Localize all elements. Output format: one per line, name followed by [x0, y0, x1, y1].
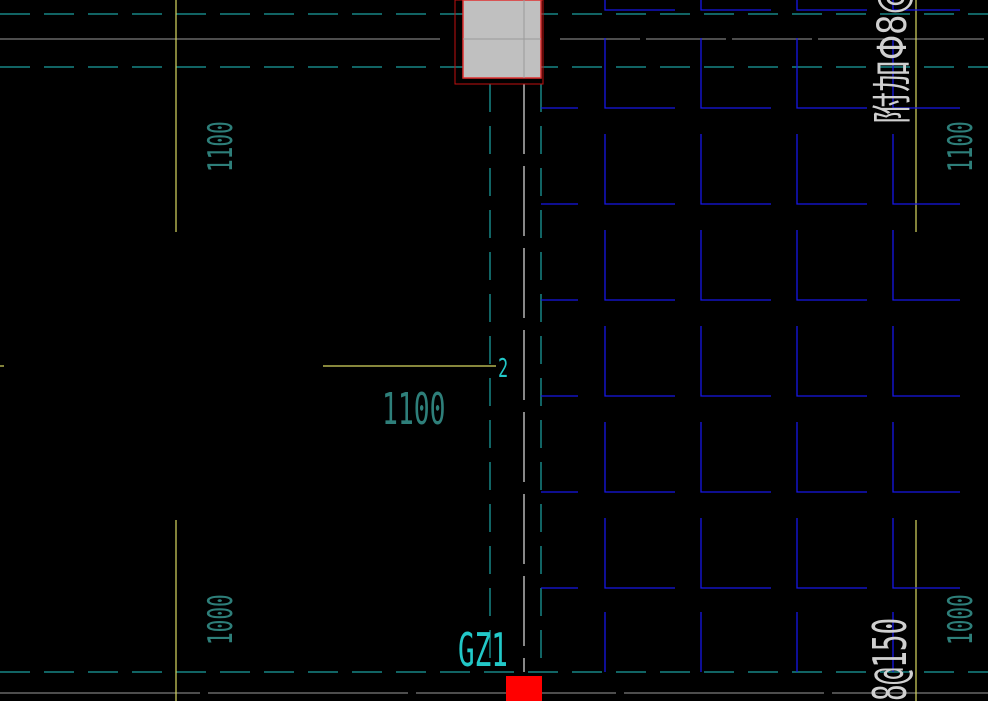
rebar-l-shape	[892, 326, 960, 397]
rebar-l-shape	[604, 134, 675, 205]
dim-text-bottom-left: 1000	[201, 594, 241, 645]
rebar-l-shape	[796, 326, 867, 397]
wall-lines	[0, 38, 988, 694]
rebar-l-shape	[700, 422, 771, 493]
dim-text-bottom-right: 1000	[941, 594, 981, 645]
rebar-l-shape	[604, 326, 675, 397]
rebar-l-shape	[892, 518, 960, 589]
rebar-note-bottom: 8@150	[864, 618, 917, 701]
rebar-l-shape	[796, 230, 867, 301]
rebar-l-shape	[700, 230, 771, 301]
rebar-l-shape	[892, 134, 960, 205]
rebar-note-top: 附加Φ8@	[868, 0, 915, 124]
rebar-l-shape	[892, 422, 960, 493]
rebar-l-shape	[700, 38, 771, 109]
axis-lines	[0, 13, 988, 673]
column-tag: GZ1	[458, 624, 508, 677]
dim-text-center: 1100	[382, 383, 446, 435]
rebar-l-shape	[892, 38, 960, 109]
rebar-l-shape	[700, 518, 771, 589]
rebar-l-shape	[796, 518, 867, 589]
rebar-l-shape	[604, 38, 675, 109]
rebar-l-shape	[796, 38, 867, 109]
rebar-l-shape	[796, 134, 867, 205]
rebar-l-shape	[604, 518, 675, 589]
rebar-l-shape	[700, 326, 771, 397]
dimension-lines	[0, 0, 917, 701]
rebar-l-shape	[892, 0, 960, 11]
rebar-l-shape	[700, 0, 771, 11]
rebar-l-shape	[604, 0, 675, 11]
dim-text-top-left: 1100	[201, 121, 241, 172]
rebar-l-shape	[796, 0, 867, 11]
rebar-l-shape	[604, 422, 675, 493]
text-labels: 1100 1000 1100 1000 1100 2 GZ1 附加Φ8@ 8@1…	[201, 0, 981, 701]
column-gz1[interactable]	[506, 676, 542, 701]
column-top[interactable]	[454, 0, 544, 85]
rebar-l-shape	[604, 230, 675, 301]
column-outer-outline	[454, 0, 544, 85]
rebar-l-shape	[892, 230, 960, 301]
section-mark: 2	[498, 354, 508, 384]
rebar-grid	[541, 0, 960, 672]
rebar-l-shape	[796, 422, 867, 493]
dim-text-top-right: 1100	[941, 121, 981, 172]
rebar-l-shape	[700, 134, 771, 205]
